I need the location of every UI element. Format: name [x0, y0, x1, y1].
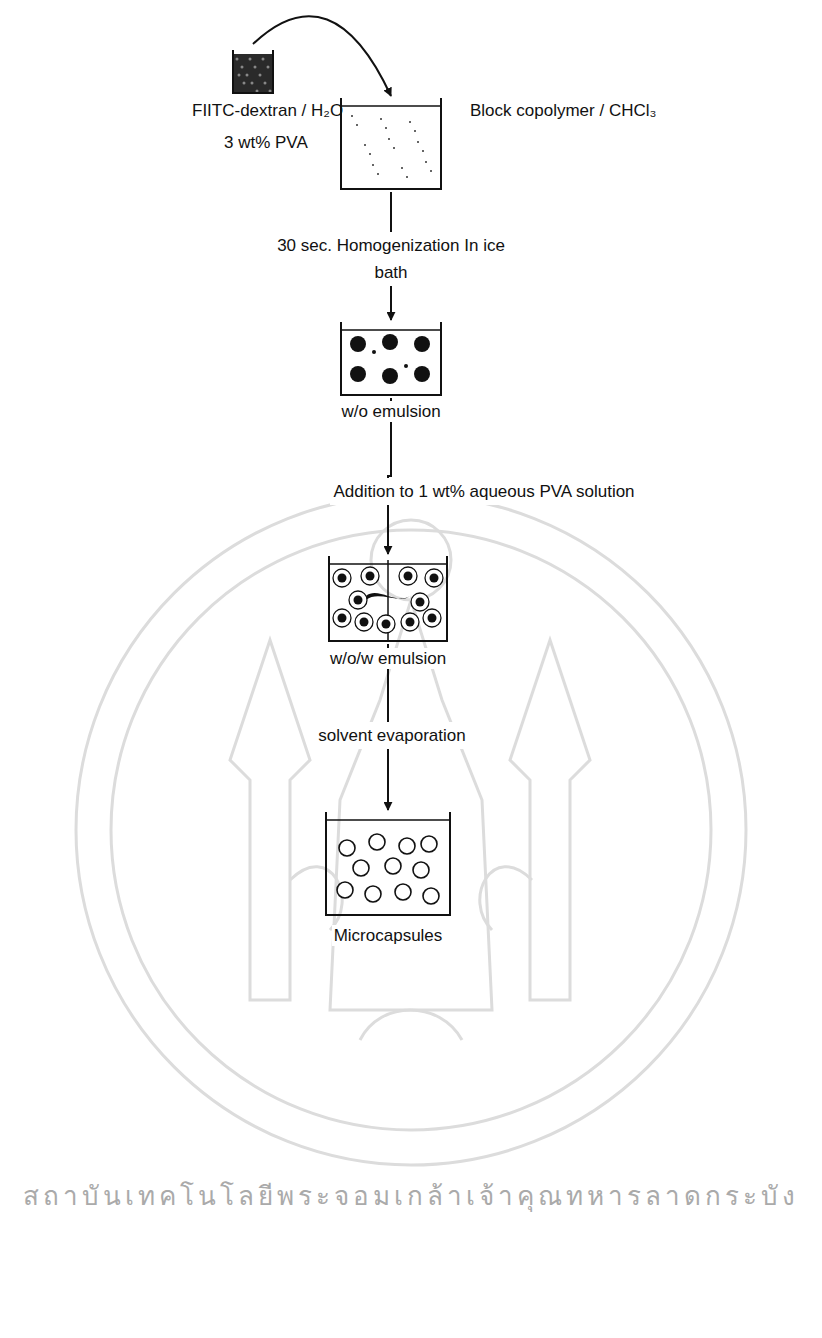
beaker-shape: [325, 812, 451, 916]
node-caption: 3 wt% PVA: [222, 132, 310, 153]
node-caption: Block copolymer / CHCl₃: [468, 100, 658, 121]
step-label: solvent evaporation: [315, 722, 468, 749]
step-label: 30 sec. Homogenization In ice bath: [268, 232, 514, 286]
beaker-node: w/o/w emulsion: [328, 556, 448, 642]
watermark-text: สถาบันเทคโนโลยีพระจอมเกล้าเจ้าคุณทหารลาด…: [23, 1175, 799, 1216]
beaker-shape: [232, 50, 274, 94]
node-caption: Microcapsules: [332, 925, 445, 946]
beaker-node: Microcapsules: [325, 812, 451, 916]
node-caption: w/o/w emulsion: [328, 648, 448, 669]
beaker-node: Block copolymer / CHCl₃: [340, 98, 442, 190]
beaker-shape: [340, 322, 442, 396]
node-caption: FIITC-dextran / H₂O: [190, 100, 345, 121]
beaker-shape: [328, 556, 448, 642]
node-caption: w/o emulsion: [339, 401, 442, 422]
beaker-node: w/o emulsion: [340, 322, 442, 396]
beaker-shape: [340, 98, 442, 190]
step-label: Addition to 1 wt% aqueous PVA solution: [330, 478, 637, 505]
beaker-node: FIITC-dextran / H₂O3 wt% PVA: [232, 50, 274, 94]
